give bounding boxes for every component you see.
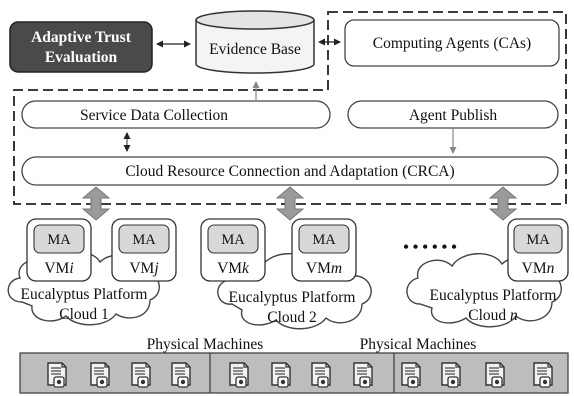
crca-label: Cloud Resource Connection and Adaptation…	[125, 163, 454, 180]
agent-publish-label: Agent Publish	[409, 107, 498, 124]
cloud-n-line1: Eucalyptus Platform	[430, 287, 557, 304]
crca-box: Cloud Resource Connection and Adaptation…	[21, 156, 559, 186]
computing-agents-label: Computing Agents (CAs)	[373, 35, 531, 52]
ma-label: MA	[526, 232, 550, 248]
service-data-collection-label: Service Data Collection	[80, 107, 228, 124]
cloud-2-line1: Eucalyptus Platform	[229, 289, 356, 306]
ma-label: MA	[132, 232, 156, 248]
adaptive-trust-label-line1: Adaptive Trust	[31, 29, 132, 46]
crca-cloud2-block-arrow	[275, 186, 305, 221]
adaptive-trust-evaluation-box: Adaptive Trust Evaluation	[9, 21, 153, 73]
service-data-collection-box: Service Data Collection	[21, 100, 331, 129]
server-icon	[171, 362, 191, 388]
crca-cloudn-block-arrow	[488, 186, 518, 221]
vm-n-label: VMn	[522, 260, 555, 277]
physical-machines-bar	[19, 352, 569, 394]
server-icon	[311, 362, 331, 388]
vm-k-box: MA VMk	[200, 218, 266, 282]
crca-cloud1-block-arrow	[81, 186, 111, 221]
vm-j-box: MA VMj	[111, 218, 177, 282]
vm-i-box: MA VMi	[26, 218, 92, 282]
server-icon	[131, 362, 151, 388]
server-icon	[401, 362, 421, 388]
server-icon	[353, 362, 373, 388]
agent-publish-box: Agent Publish	[347, 100, 559, 129]
server-icon	[229, 362, 249, 388]
physical-machines-label-right: Physical Machines	[360, 336, 477, 353]
computing-agents-box: Computing Agents (CAs)	[344, 19, 560, 67]
server-icon	[533, 362, 553, 388]
ma-label: MA	[312, 232, 336, 248]
cloud-1-line2: Cloud 1	[59, 306, 109, 323]
server-icon	[441, 362, 461, 388]
ma-label: MA	[221, 232, 245, 248]
server-icon	[47, 362, 67, 388]
server-icon	[90, 362, 110, 388]
vm-k-label: VMk	[217, 260, 250, 277]
ellipsis-dots: • • • • • •	[403, 239, 457, 256]
vm-n-box: MA VMn	[507, 218, 569, 282]
server-icon	[271, 362, 291, 388]
evidence-base-label: Evidence Base	[209, 41, 301, 58]
vm-m-box: MA VMm	[291, 218, 357, 282]
server-icon	[485, 362, 505, 388]
evidence-base-cylinder: Evidence Base	[195, 10, 315, 74]
vm-m-label: VMm	[306, 260, 342, 277]
adaptive-trust-label-line2: Evaluation	[45, 49, 118, 66]
physical-machines-label-left: Physical Machines	[147, 336, 264, 353]
dashed-boundary	[13, 11, 567, 205]
cloud-2-line2: Cloud 2	[267, 309, 317, 326]
cloud-n-line2: Cloud n	[468, 307, 518, 324]
ma-label: MA	[47, 232, 71, 248]
vm-i-label: VMi	[44, 260, 73, 277]
cloud-n: Eucalyptus Platform Cloud n	[406, 253, 562, 328]
vm-j-label: VMj	[129, 260, 158, 277]
cloud-1-line1: Eucalyptus Platform	[21, 286, 148, 303]
